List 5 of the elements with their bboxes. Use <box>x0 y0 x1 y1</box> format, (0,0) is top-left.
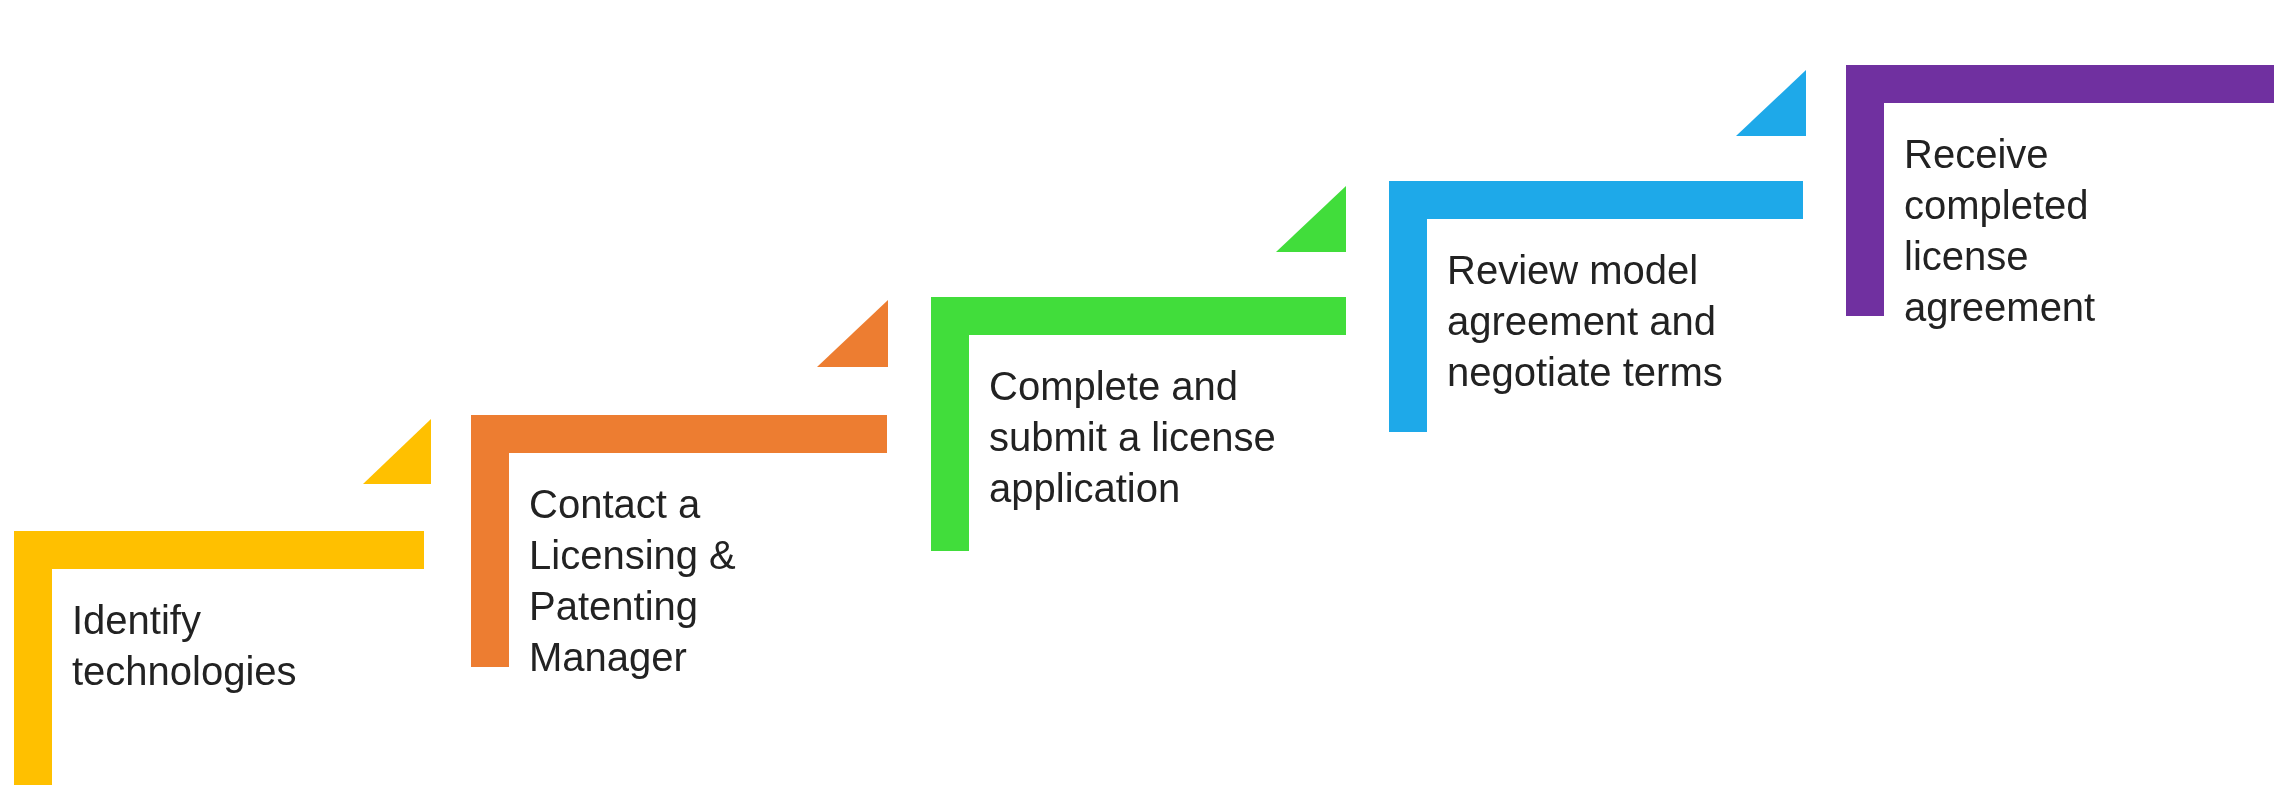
step-label: Review model agreement and negotiate terms <box>1447 247 1724 396</box>
step-label: Receive completed license agreement <box>1904 131 2097 331</box>
step-label: Identify technologies <box>72 597 298 695</box>
step-label: Complete and submit a license application <box>989 363 1277 512</box>
step-label: Contact a Licensing & Patenting Manager <box>529 481 737 681</box>
